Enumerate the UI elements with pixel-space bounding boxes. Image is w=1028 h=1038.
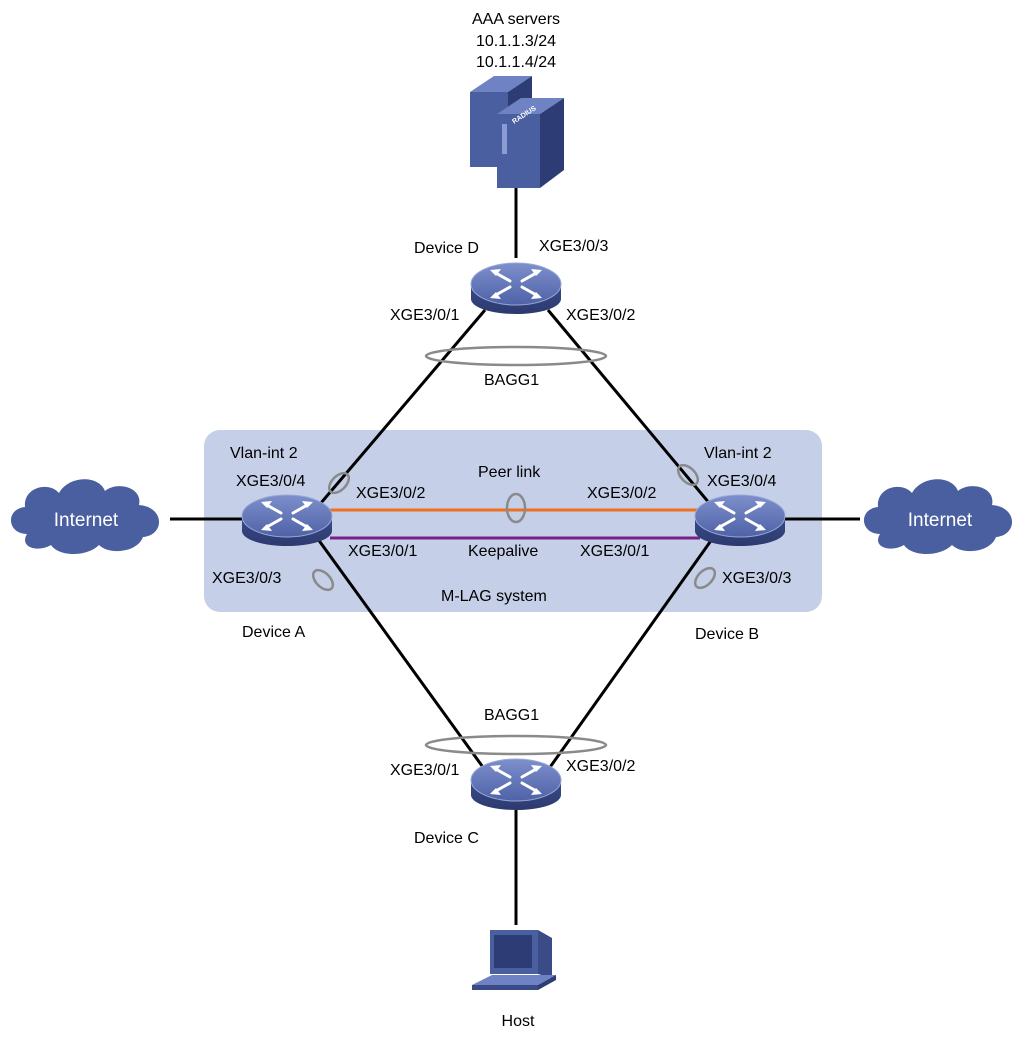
device-a-port-up: XGE3/0/4	[236, 473, 305, 490]
device-b-vlan-label: Vlan-int 2	[704, 445, 772, 462]
device-a-label: Device A	[242, 624, 305, 641]
peer-link-label: Peer link	[478, 464, 541, 481]
device-b-port-peer: XGE3/0/2	[587, 485, 656, 502]
device-b-port-down: XGE3/0/3	[722, 570, 791, 587]
internet-left-label: Internet	[54, 510, 119, 531]
device-b-port-up: XGE3/0/4	[707, 473, 776, 490]
device-c-port-left: XGE3/0/1	[390, 762, 459, 779]
bagg1-top-ring	[424, 345, 608, 367]
link-deviceb-devicec	[546, 534, 717, 771]
device-c-label: Device C	[414, 830, 479, 847]
link-deviced-deviceb	[546, 309, 717, 511]
device-d-icon	[469, 261, 563, 316]
deviceb-down-ring	[693, 566, 717, 590]
mlag-system-label: M-LAG system	[441, 588, 547, 605]
device-a-port-down: XGE3/0/3	[212, 570, 281, 587]
device-a-vlan-label: Vlan-int 2	[230, 445, 298, 462]
peer-link-ring	[505, 492, 527, 524]
device-d-port-left: XGE3/0/1	[390, 307, 459, 324]
aaa-server-ip-2: 10.1.1.4/24	[476, 54, 556, 71]
device-d-port-right: XGE3/0/2	[566, 307, 635, 324]
device-c-port-right: XGE3/0/2	[566, 758, 635, 775]
devicea-down-ring	[311, 568, 335, 592]
internet-right-label: Internet	[908, 510, 973, 531]
keepalive-label: Keepalive	[468, 543, 538, 560]
device-a-icon	[240, 493, 334, 548]
device-a-port-peer: XGE3/0/2	[356, 485, 425, 502]
host-label: Host	[502, 1013, 535, 1030]
devicea-up-ring	[327, 471, 351, 495]
device-b-label: Device B	[695, 626, 759, 643]
deviceb-up-ring	[676, 463, 700, 487]
bagg1-bottom-label: BAGG1	[484, 707, 539, 724]
aaa-servers-title: AAA servers	[472, 11, 560, 28]
aaa-server-ip-1: 10.1.1.3/24	[476, 33, 556, 50]
link-deviced-devicea	[313, 309, 487, 511]
radius-server-icon: RADIUS	[470, 76, 564, 188]
link-devicea-devicec	[313, 534, 487, 771]
bagg1-top-label: BAGG1	[484, 372, 539, 389]
device-a-port-keepalive: XGE3/0/1	[348, 543, 417, 560]
host-computer-icon	[472, 930, 556, 990]
device-d-port-up: XGE3/0/3	[539, 238, 608, 255]
device-b-icon	[693, 493, 787, 548]
device-c-icon	[469, 757, 563, 812]
device-b-port-keepalive: XGE3/0/1	[580, 543, 649, 560]
bagg1-bottom-ring	[424, 734, 608, 756]
device-d-label: Device D	[414, 240, 479, 257]
